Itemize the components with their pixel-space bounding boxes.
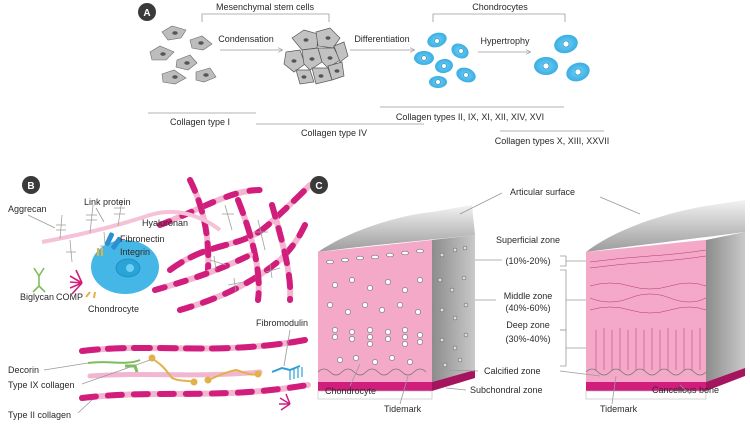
- condensation-label: Condensation: [218, 34, 274, 44]
- msc-scattered-cells: [149, 25, 217, 85]
- panel-a-badge-label: A: [143, 8, 150, 19]
- biglycan-label: Biglycan: [20, 292, 54, 302]
- decorin-shape: [87, 359, 141, 364]
- fibromodulin-teeth: [289, 367, 303, 380]
- panel-a: A Mesenchymal stem cells Chondrocytes Co…: [138, 2, 609, 146]
- middle-zone-pct: (40%-60%): [505, 303, 550, 313]
- integrin-shape: [85, 248, 103, 299]
- chondrocytes-label: Chondrocytes: [472, 2, 528, 12]
- comp-label: COMP: [56, 292, 83, 302]
- subchondral-zone-label: Subchondral zone: [470, 385, 543, 395]
- panel-c-badge: [310, 176, 328, 194]
- collagen-type-i-label: Collagen type I: [170, 117, 230, 127]
- panel-a-badge: [138, 3, 156, 21]
- fibromodulin-label: Fibromodulin: [256, 318, 308, 328]
- msc-label: Mesenchymal stem cells: [216, 2, 315, 12]
- aggrecan-label: Aggrecan: [8, 204, 47, 214]
- fibronectin-shape: [104, 232, 122, 250]
- panel-c: C: [310, 176, 745, 414]
- cartilage-block-left: [317, 205, 475, 400]
- panel-b-badge-label: B: [27, 181, 34, 192]
- decorin-hook: [125, 364, 139, 373]
- decorin-leader: [43, 362, 89, 371]
- comp-shape: [69, 269, 83, 295]
- superficial-zone-pct: (10%-20%): [505, 256, 550, 266]
- collagen-type-iv-label: Collagen type IV: [301, 128, 367, 138]
- differentiation-label: Differentiation: [354, 34, 409, 44]
- superficial-bracket: [560, 255, 567, 267]
- decorin-label: Decorin: [8, 365, 39, 375]
- type-ix-collagen-label: Type IX collagen: [8, 380, 75, 390]
- panel-b-badge: [22, 176, 40, 194]
- biglycan-shape: [32, 267, 46, 293]
- deep-zone-label: Deep zone: [506, 320, 550, 330]
- hyaluronan-label: Hyaluronan: [142, 218, 188, 228]
- articular-surface-label: Articular surface: [510, 187, 575, 197]
- middle-zone-label: Middle zone: [504, 291, 553, 301]
- cartilage-block-right: [585, 200, 745, 400]
- link-protein-leader: [95, 207, 105, 223]
- hyaluronan-strand: [41, 209, 222, 244]
- chondrocyte-label: Chondrocyte: [88, 304, 139, 314]
- integrin-label: Integrin: [120, 247, 150, 257]
- collagen-fiber-texture: [589, 249, 707, 370]
- panel-c-badge-label: C: [315, 181, 322, 192]
- panel-b: B: [8, 176, 313, 420]
- type-ii-collagen-label: Type II collagen: [8, 410, 71, 420]
- hypertrophic-chondrocytes: [534, 34, 590, 82]
- middle-bracket: [560, 269, 567, 331]
- chondrocytes-bracket: [432, 13, 566, 22]
- tidemark-right-label: Tidemark: [600, 404, 638, 414]
- calcified-leader-right: [559, 370, 601, 377]
- chondrocyte-c-leader: [349, 363, 361, 387]
- hypertrophy-label: Hypertrophy: [480, 36, 530, 46]
- calcified-leader-left: [439, 369, 479, 372]
- collagen-types-ii-label: Collagen types II, IX, XI, XII, XIV, XVI: [396, 112, 544, 122]
- tidemark-right-leader: [611, 375, 617, 405]
- tidemark-left-label: Tidemark: [384, 404, 422, 414]
- type-ix-collagen-shape: [148, 354, 262, 386]
- chondrocyte-cells: [414, 32, 476, 88]
- fibromodulin-shape: [271, 365, 301, 373]
- comp-shape-bottom: [279, 393, 291, 411]
- calcified-zone-label: Calcified zone: [484, 366, 541, 376]
- subchondral-leader: [445, 387, 467, 391]
- link-protein-label: Link protein: [84, 197, 131, 207]
- deep-zone-pct: (30%-40%): [505, 334, 550, 344]
- collagen-types-x-label: Collagen types X, XIII, XXVII: [495, 136, 610, 146]
- condensed-cell-cluster: [283, 27, 349, 85]
- type-ii-leader: [77, 399, 93, 414]
- nucleolus: [126, 264, 134, 272]
- bottom-fibrils: [79, 337, 311, 401]
- msc-bracket: [201, 13, 330, 22]
- type-ix-leader: [81, 359, 151, 385]
- cancellous-leader: [679, 384, 691, 395]
- aggrecan-leader: [27, 214, 56, 229]
- deep-bracket: [560, 329, 567, 367]
- chondrocyte-c-label: Chondrocyte: [325, 386, 376, 396]
- collagen-fibrils: [152, 177, 313, 313]
- articular-surface-leader-left: [459, 192, 503, 215]
- fibronectin-label: Fibronectin: [120, 234, 165, 244]
- tidemark-left-leader: [399, 375, 409, 405]
- superficial-zone-label: Superficial zone: [496, 235, 560, 245]
- articular-surface-leader-right: [599, 196, 641, 215]
- fibromodulin-leader: [283, 329, 291, 367]
